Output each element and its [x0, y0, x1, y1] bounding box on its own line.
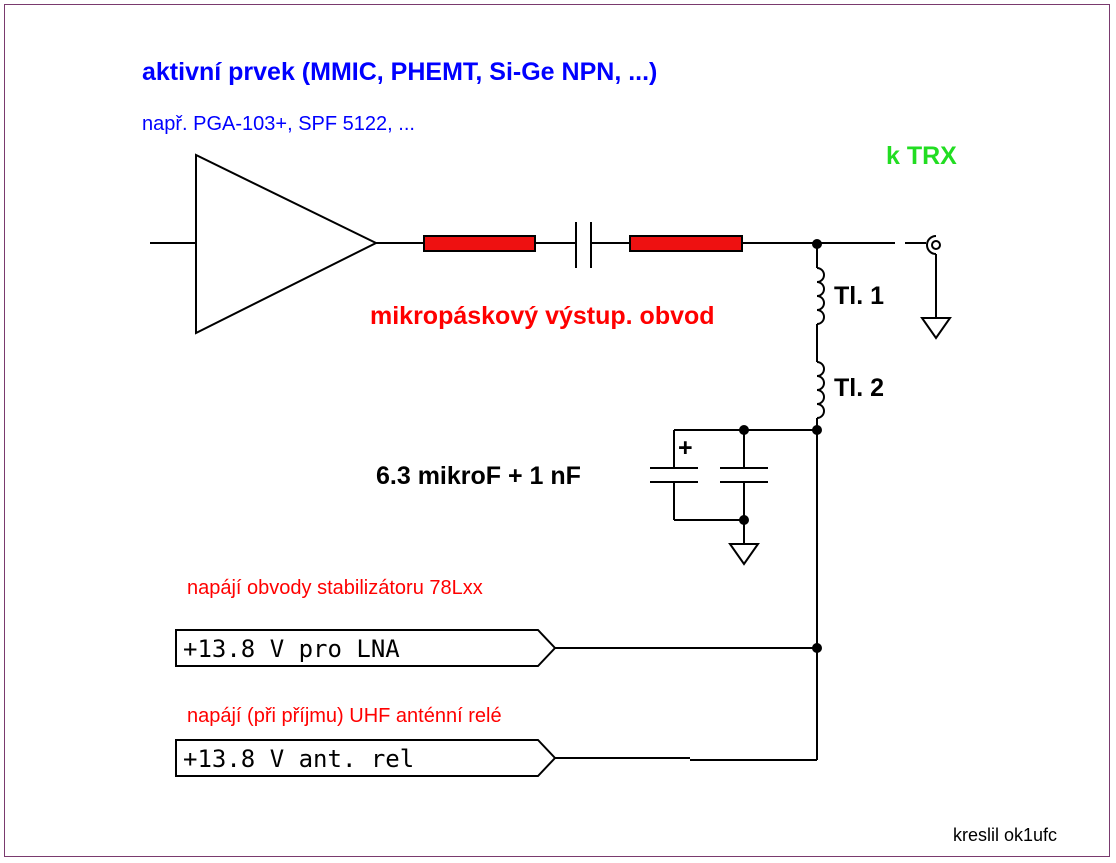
diagram-title: aktivní prvek (MMIC, PHEMT, Si-Ge NPN, .… [142, 58, 658, 86]
tl2-label: Tl. 2 [834, 374, 885, 402]
supply-lna-text: +13.8 V pro LNA [183, 635, 400, 663]
supply-relay-box [175, 739, 557, 777]
connector-ground-symbol [920, 317, 952, 340]
inductor-tl2 [816, 361, 825, 419]
to-trx-label: k TRX [886, 142, 957, 170]
inductor-tl1 [816, 267, 825, 325]
diagram-frame [4, 4, 1110, 857]
supply-lna-box [175, 629, 557, 667]
microstrip-line-2 [629, 235, 743, 252]
note-lna-supply: napájí obvody stabilizátoru 78Lxx [187, 577, 483, 599]
coax-connector-outer [926, 235, 937, 255]
amplifier-triangle [195, 153, 379, 335]
coax-connector-center [931, 240, 941, 250]
junction-dot [739, 515, 749, 525]
polarity-mark: + [678, 434, 693, 462]
junction-dot [739, 425, 749, 435]
supply-relay-text: +13.8 V ant. rel [183, 745, 415, 773]
junction-dot [812, 425, 822, 435]
tl1-label: Tl. 1 [834, 282, 885, 310]
junction-dot [812, 643, 822, 653]
capacitors-label: 6.3 mikroF + 1 nF [376, 462, 581, 490]
note-relay-supply: napájí (při příjmu) UHF anténní relé [187, 705, 502, 727]
cap-ground-symbol [728, 543, 760, 566]
junction-dot [812, 239, 822, 249]
author-credit: kreslil ok1ufc [953, 825, 1058, 845]
microstrip-line-1 [423, 235, 536, 252]
microstrip-label: mikropáskový výstup. obvod [370, 302, 715, 330]
diagram-subtitle: např. PGA-103+, SPF 5122, ... [142, 113, 415, 135]
